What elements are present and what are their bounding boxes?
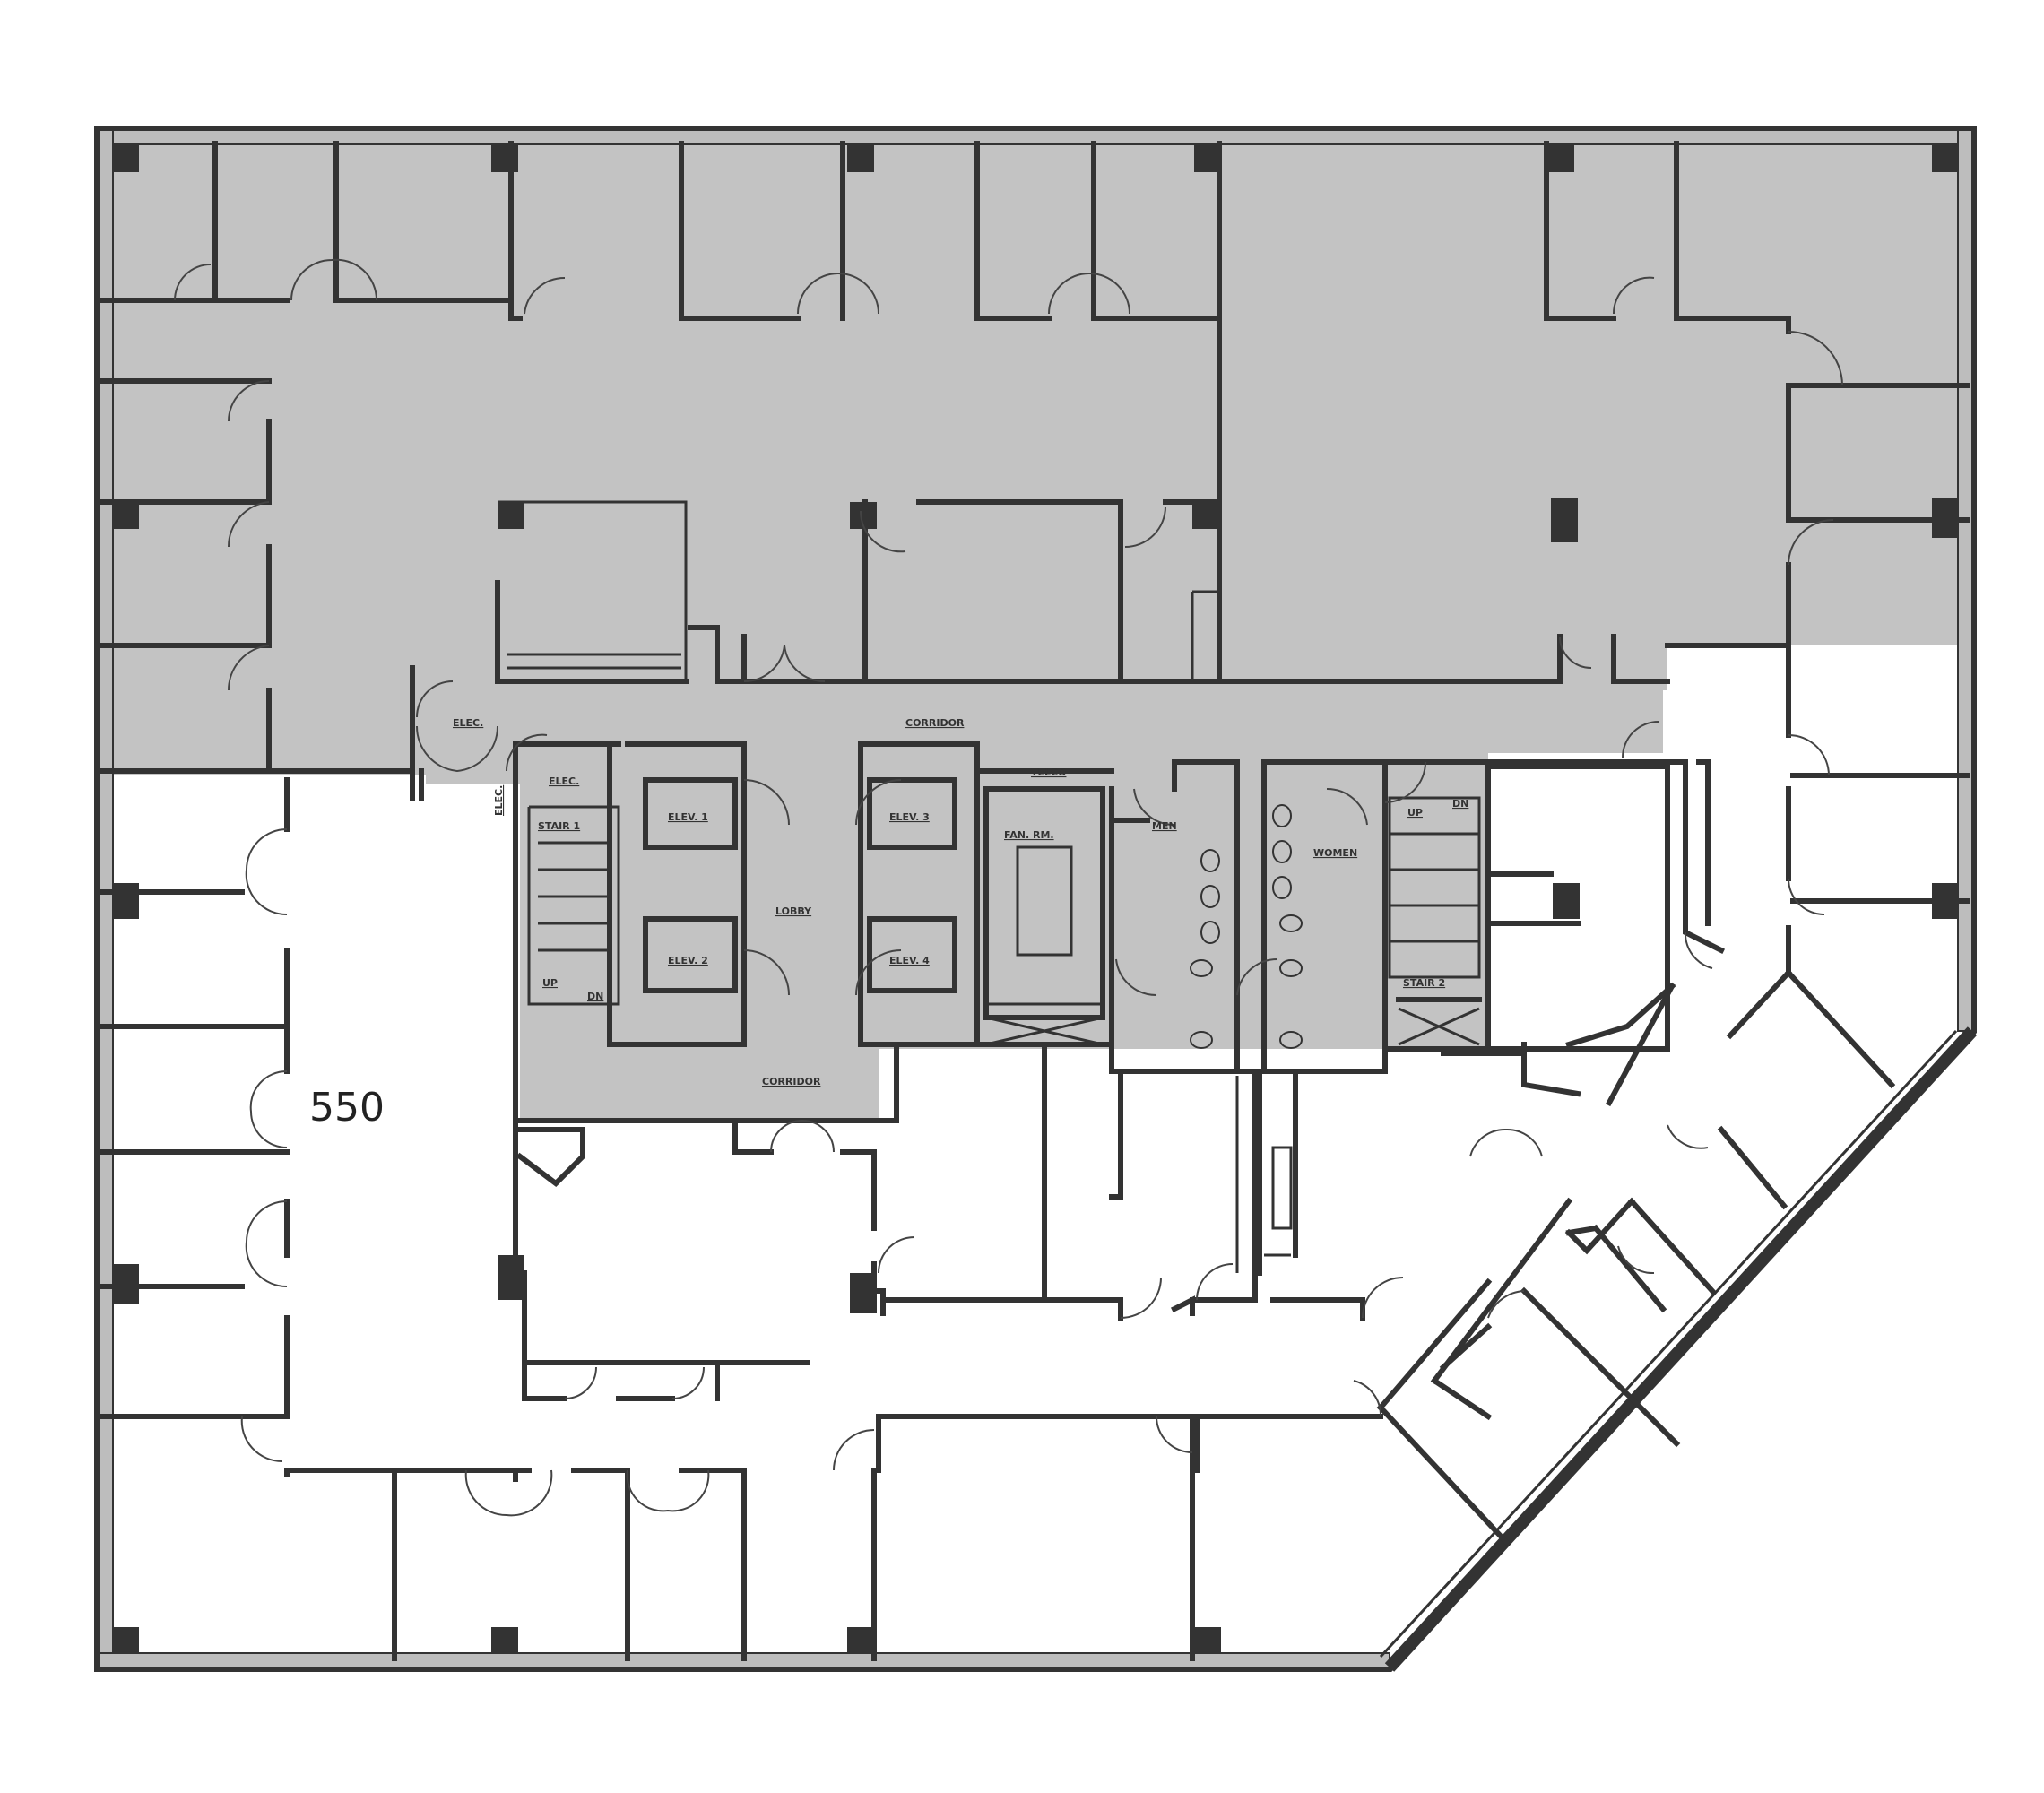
east-offices-walls bbox=[1376, 643, 1970, 1546]
core-walls bbox=[410, 665, 1670, 1123]
men-label: MEN bbox=[1152, 820, 1177, 832]
stair-2-up-label: UP bbox=[1407, 807, 1423, 819]
stair-1-label: STAIR 1 bbox=[538, 820, 580, 832]
restroom-fixtures bbox=[1190, 804, 1303, 1049]
exterior-window-strip bbox=[98, 129, 1978, 1672]
elevator-4-label: ELEV. 4 bbox=[889, 955, 930, 966]
stair-2-label: STAIR 2 bbox=[1403, 977, 1445, 989]
corridor-south-label: CORRIDOR bbox=[762, 1076, 821, 1087]
elevator-1-label: ELEV. 1 bbox=[668, 811, 708, 823]
leased-area-south-corridor bbox=[520, 1040, 879, 1121]
stair-1-down-label: DN bbox=[587, 991, 603, 1002]
telco-label: TELCO bbox=[1031, 767, 1066, 778]
electrical-room-1-label: ELEC. bbox=[453, 717, 483, 729]
south-offices-walls bbox=[100, 777, 1383, 1661]
central-offices-walls bbox=[495, 499, 1670, 684]
lobby-label: LOBBY bbox=[775, 905, 812, 917]
women-label: WOMEN bbox=[1313, 847, 1357, 859]
corridor-north-label: CORRIDOR bbox=[905, 717, 965, 729]
electrical-room-2-label: ELEC. bbox=[549, 775, 579, 787]
suite-number: 550 bbox=[309, 1085, 385, 1130]
elevator-3-label: ELEV. 3 bbox=[889, 811, 930, 823]
fan-room-label: FAN. RM. bbox=[1004, 829, 1054, 841]
north-offices-walls bbox=[100, 141, 1970, 684]
leased-area-core bbox=[520, 744, 1488, 1049]
door-swings bbox=[174, 258, 1843, 1517]
stair-1-up-label: UP bbox=[542, 977, 558, 989]
elevator-2-label: ELEV. 2 bbox=[668, 955, 708, 966]
stair-2-down-label: DN bbox=[1452, 798, 1468, 810]
electrical-room-3-label: ELEC. bbox=[493, 785, 505, 816]
